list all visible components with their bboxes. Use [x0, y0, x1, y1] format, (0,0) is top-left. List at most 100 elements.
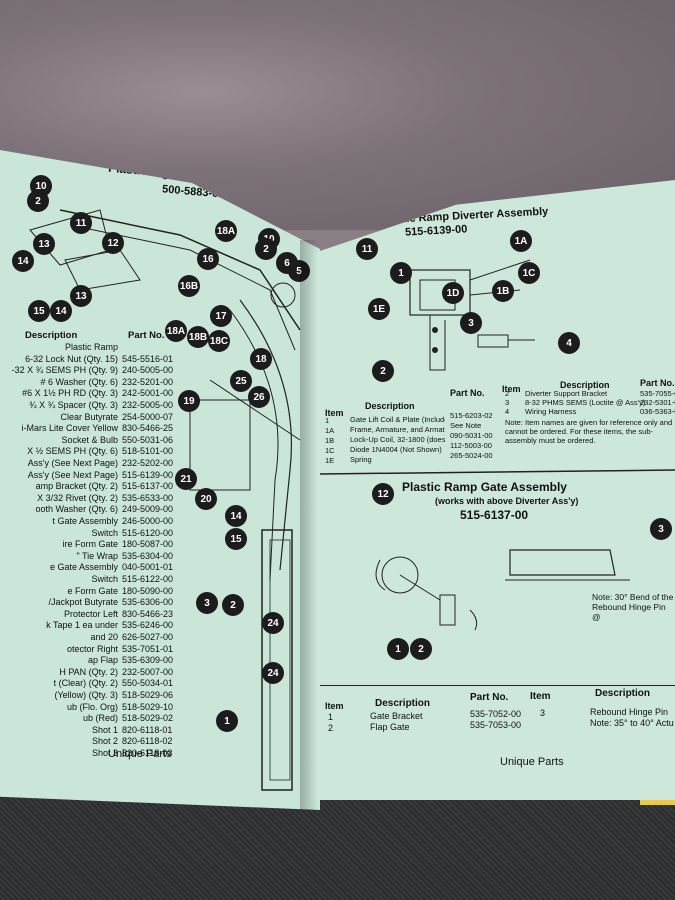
table-cell-item: 1A	[325, 426, 334, 435]
callout: 2	[222, 594, 244, 616]
gate-note: Note: 30° Bend of the Rebound Hinge Pin …	[592, 592, 674, 622]
table-cell-description2: Rebound Hinge Pin	[590, 706, 669, 717]
table-row-description: (Yellow) (Qty. 3)	[54, 690, 118, 700]
table-cell-item: 1C	[325, 446, 335, 455]
table-row-description: Ass'y (See Next Page)	[27, 469, 118, 480]
callout: 13	[33, 233, 55, 255]
table-row-description: ¾ X ¾ Spacer (Qty. 3)	[29, 400, 118, 410]
table-row-description: ap Flap	[87, 655, 118, 666]
callout: 1	[216, 710, 238, 732]
table-row-description: Ass'y (See Next Page)	[27, 458, 118, 468]
table-row-description: Shot 1	[91, 724, 118, 735]
table-row-part-no: 518-5029-06	[122, 690, 174, 700]
table-row-part-no: 535-6309-00	[122, 655, 174, 666]
table-row-description: ire Form Gate	[62, 539, 118, 550]
table-row-description: # 6 Washer (Qty. 6)	[40, 376, 118, 387]
gate-subtitle: (works with above Diverter Ass'y)	[435, 496, 579, 506]
table-cell-item: 1	[325, 416, 329, 425]
table-row-part-no: 518-5029-10	[122, 701, 174, 712]
callout: 1A	[510, 230, 532, 252]
right-page: 11 Plastic Ramp Diverter Assembly 515-61…	[310, 180, 675, 800]
table-row-part-no: 535-7051-01	[122, 643, 174, 654]
callout: 15	[28, 300, 50, 322]
table-cell-part_no: 112-5003-00	[450, 440, 492, 450]
table-row-description: i-Mars Lite Cover Yellow	[21, 423, 118, 434]
table-cell-description: Diverter Support Bracket	[525, 389, 608, 398]
table-row-part-no: 515-6137-00	[122, 481, 174, 492]
table-row-part-no: 240-5005-00	[122, 365, 174, 376]
table-row-part-no: 515-6120-00	[122, 527, 174, 538]
callout: 2	[372, 360, 394, 382]
callout: 18A	[165, 320, 187, 342]
callout: 3	[196, 592, 218, 614]
callout: 1E	[368, 298, 390, 320]
callout: 1B	[492, 280, 514, 302]
table-row-part-no: 535-6533-00	[122, 492, 174, 503]
callout: 15	[225, 528, 247, 550]
callout: 16	[197, 248, 219, 270]
callout: 14	[225, 505, 247, 527]
table-row-description: X 3/32 Rivet (Qty. 2)	[37, 492, 118, 503]
table-header-description: Description	[25, 330, 78, 341]
callout: 25	[230, 370, 252, 392]
th-description: Description	[365, 401, 415, 411]
table-row-description: Switch	[91, 527, 118, 538]
callout: 2	[410, 638, 432, 660]
table-row-description: and 20	[90, 632, 118, 642]
table-row-description: " Tie Wrap	[76, 550, 118, 561]
callout: 13	[70, 285, 92, 307]
table-row-description: -32 X ¾ SEMS PH (Qty. 9)	[11, 365, 118, 376]
table-row-description: 6-32 Lock Nut (Qty. 15)	[25, 353, 118, 364]
table-row-part-no: 830-5466-25	[122, 423, 174, 434]
callout: 18C	[208, 330, 230, 352]
table-row-part-no: 242-5001-00	[122, 388, 174, 399]
table-row-description: H PAN (Qty. 2)	[59, 666, 118, 677]
callout: 20	[195, 488, 217, 510]
table-row-part-no: 518-5101-00	[122, 446, 174, 457]
callout: 4	[558, 332, 580, 354]
callout: 3	[460, 312, 482, 334]
table-cell-part_no: 515-6203-02	[450, 410, 493, 420]
table-row-part-no: 550-5031-06	[122, 434, 174, 445]
table-row-part-no: 535-6306-00	[122, 597, 174, 608]
callout: 16B	[178, 275, 200, 297]
table-row-part-no: 515-6139-00	[122, 469, 174, 480]
table-cell-part_no: 265-5024-00	[450, 450, 493, 460]
table-cell-item: 1	[328, 711, 334, 722]
table-cell-item: 1E	[325, 456, 334, 465]
table-row-part-no: 820-6118-01	[122, 724, 173, 735]
callout: 19	[178, 390, 200, 412]
callout: 5	[288, 260, 310, 282]
table-row-description: ub (Flo. Org)	[66, 701, 118, 712]
table-cell-part_no: 535-7053-00	[470, 720, 522, 730]
table-row-part-no: 180-5090-00	[122, 585, 174, 596]
table-cell-part_no: 535-7055-00	[640, 389, 675, 398]
callout: 12	[102, 232, 124, 254]
diverter-part-no: 515-6139-00	[404, 223, 468, 239]
right-page-footer: Unique Parts	[500, 756, 564, 768]
table-cell-part_no: 535-7052-00	[470, 709, 522, 719]
callout: 21	[175, 468, 197, 490]
table-cell-description: Gate Bracket	[370, 711, 423, 721]
table-row-description: Shot 2	[91, 736, 118, 747]
table-header-part-no: Part No.	[128, 330, 165, 341]
callout: 1	[390, 262, 412, 284]
callout: 24	[262, 612, 284, 634]
callout: 26	[248, 386, 270, 408]
table-row-part-no: 820-6118-03	[122, 748, 173, 758]
callout: 18A	[215, 220, 237, 242]
table-row-part-no: 518-5029-02	[122, 713, 174, 724]
table-row-part-no: 515-6122-00	[122, 574, 174, 584]
th-item: Item	[325, 701, 344, 711]
callout: 3	[650, 518, 672, 540]
table-row-description: e Gate Assembly	[49, 562, 118, 573]
table-cell-item: 4	[505, 407, 510, 416]
callout: 1	[387, 638, 409, 660]
table-row-part-no: 232-5201-00	[122, 376, 174, 387]
table-row-part-no: 626-5027-00	[122, 632, 174, 642]
th-part-no: Part No.	[450, 388, 485, 398]
table-row-description: Plastic Ramp	[64, 342, 118, 352]
divider	[319, 469, 675, 475]
table-row-description: ooth Washer (Qty. 6)	[35, 504, 118, 515]
table-cell-item: 3	[505, 398, 510, 407]
